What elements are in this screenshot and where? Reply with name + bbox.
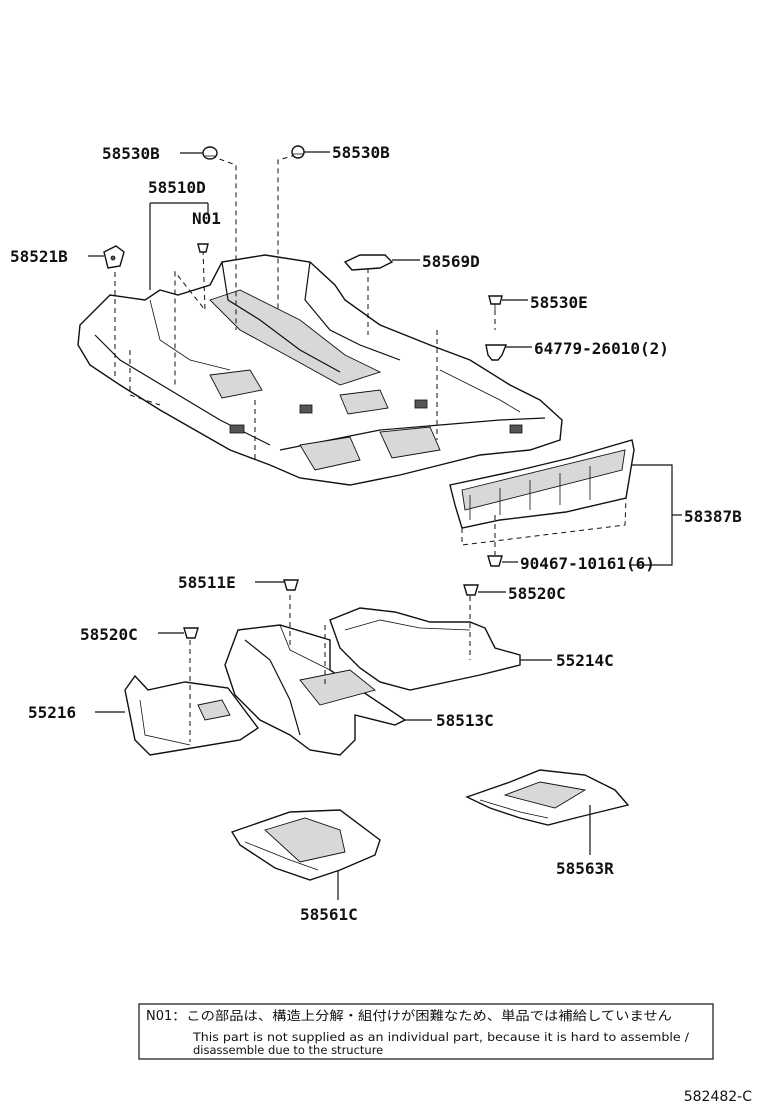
clip-90467-drawing (487, 555, 503, 567)
clip-58521B-drawing (103, 245, 125, 269)
note-english-line2: disassemble due to the structure (193, 1043, 383, 1057)
clip-58511E-drawing (283, 579, 299, 591)
label-55216: 55216 (28, 703, 76, 722)
clip-58530B-left-drawing (202, 146, 218, 160)
label-58511E: 58511E (178, 573, 236, 592)
clip-58530B-right-drawing (291, 145, 305, 159)
label-58521B: 58521B (10, 247, 68, 266)
note-japanese: ：この部品は、構造上分解・組付けが困難なため、単品では補給していません (172, 1008, 672, 1023)
clip-N01-drawing (197, 243, 209, 253)
figure-id: 582482-C (684, 1089, 752, 1105)
leader-lines (88, 151, 682, 900)
label-58561C: 58561C (300, 905, 358, 924)
rear-panel-58387B-drawing (449, 439, 635, 555)
clip-58530E-drawing (488, 295, 503, 310)
bracket-58569D-drawing (343, 254, 394, 271)
floor-carpet-drawing (77, 254, 563, 486)
label-58513C: 58513C (436, 711, 494, 730)
label-64779: 64779-26010(2) (534, 339, 669, 358)
main-carpet-guide-lines (114, 154, 496, 460)
label-N01: N01 (192, 209, 221, 228)
mat-55214C-drawing (329, 607, 521, 691)
label-55214C: 55214C (556, 651, 614, 670)
note-code: N01 (146, 1009, 172, 1024)
note-box: N01 ：この部品は、構造上分解・組付けが困難なため、単品では補給していません … (138, 1003, 714, 1060)
clip-64779-drawing (485, 344, 508, 361)
label-58530B-right: 58530B (332, 143, 390, 162)
mat-58561C-drawing (230, 809, 381, 881)
label-58530B-left: 58530B (102, 144, 160, 163)
mat-58563R-drawing (465, 769, 630, 826)
clip-58520C-left-drawing (183, 627, 199, 639)
label-58569D: 58569D (422, 252, 480, 271)
label-58520C-right: 58520C (508, 584, 566, 603)
label-58510D: 58510D (148, 178, 206, 197)
label-58520C-left: 58520C (80, 625, 138, 644)
label-58563R: 58563R (556, 859, 614, 878)
label-58530E: 58530E (530, 293, 588, 312)
clip-58520C-right-drawing (463, 584, 479, 596)
label-58387B: 58387B (684, 507, 742, 526)
mat-55216-drawing (124, 674, 260, 756)
note-english-line1: This part is not supplied as an individu… (192, 1030, 689, 1044)
label-90467: 90467-10161(6) (520, 554, 655, 573)
